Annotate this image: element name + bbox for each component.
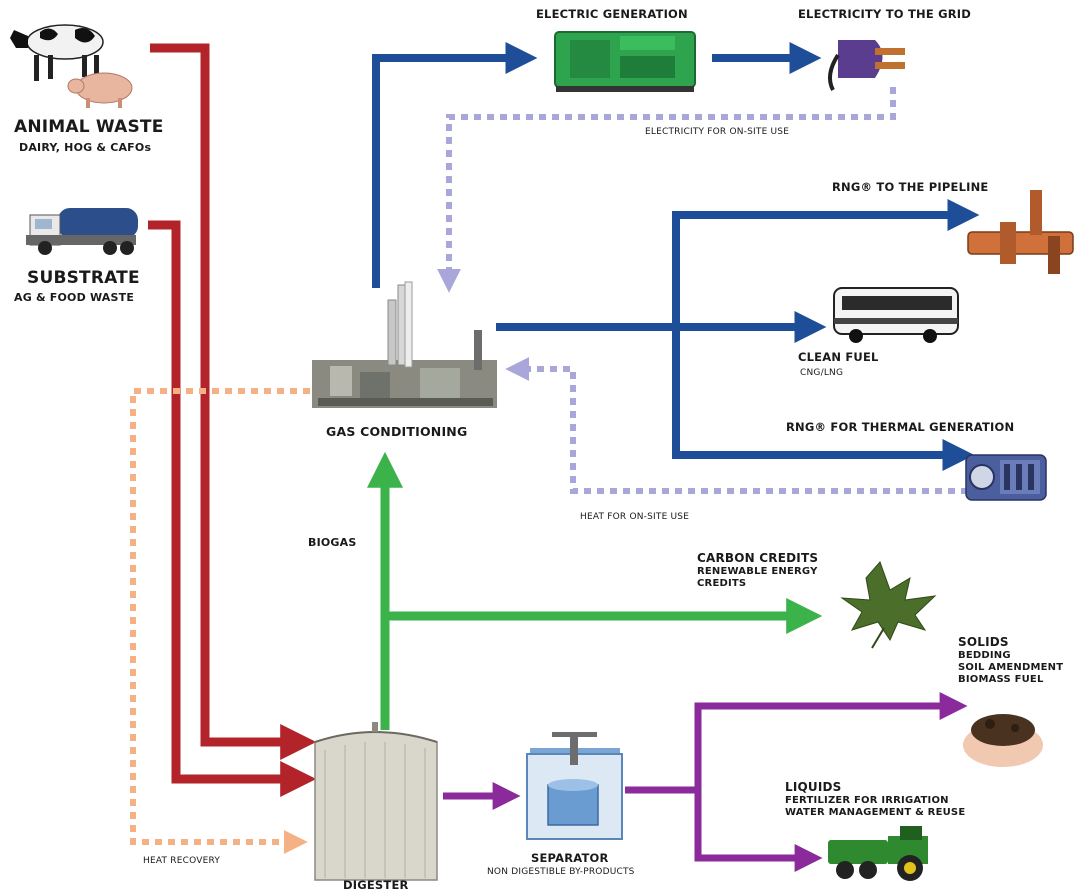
separator-label: SEPARATOR xyxy=(531,851,609,865)
tanker-truck-icon xyxy=(26,208,138,255)
tractor-icon xyxy=(828,826,928,881)
carbon-credits-line-1: RENEWABLE ENERGY xyxy=(697,566,818,577)
rng-thermal-label: RNG® FOR THERMAL GENERATION xyxy=(786,420,1015,434)
power-plug-icon xyxy=(827,40,905,91)
arrow-heat-onsite xyxy=(505,357,968,494)
substrate-subtitle: AG & FOOD WASTE xyxy=(14,291,135,304)
heat-onsite-label: HEAT FOR ON-SITE USE xyxy=(580,512,690,522)
electricity-onsite-label: ELECTRICITY FOR ON-SITE USE xyxy=(645,127,790,137)
solids-line-1: BEDDING xyxy=(958,650,1011,661)
solids-line-2: SOIL AMENDMENT xyxy=(958,662,1064,673)
arrow-to-rng-thermal xyxy=(672,327,975,471)
carbon-credits-line-2: CREDITS xyxy=(697,578,747,589)
digester-tank-icon xyxy=(314,722,438,881)
boiler-icon xyxy=(965,454,1047,501)
carbon-credits-block: CARBON CREDITS RENEWABLE ENERGY CREDITS xyxy=(697,551,818,590)
separator-subtitle: NON DIGESTIBLE BY-PRODUCTS xyxy=(487,867,635,877)
flow-arrows xyxy=(130,42,980,872)
pipeline-icon xyxy=(967,190,1074,274)
arrow-electricity-onsite xyxy=(437,87,896,293)
arrow-to-solids xyxy=(625,692,968,794)
arrow-substrate-to-digester xyxy=(148,220,317,797)
arrow-to-electric-generation xyxy=(372,42,538,288)
arrow-animal-waste-to-digester xyxy=(150,43,317,760)
liquids-line-1: FERTILIZER FOR IRRIGATION xyxy=(785,795,949,806)
digester-label: DIGESTER xyxy=(343,878,409,892)
liquids-line-2: WATER MANAGEMENT & REUSE xyxy=(785,807,966,818)
maple-leaf-icon xyxy=(840,561,937,649)
liquids-block: LIQUIDS FERTILIZER FOR IRRIGATION WATER … xyxy=(785,780,965,819)
solids-block: SOLIDS BEDDING SOIL AMENDMENT BIOMASS FU… xyxy=(958,635,1063,686)
substrate-title: SUBSTRATE xyxy=(27,268,140,288)
generator-icon xyxy=(554,31,696,92)
rng-pipeline-label: RNG® TO THE PIPELINE xyxy=(832,180,989,194)
animal-waste-subtitle: DAIRY, HOG & CAFOs xyxy=(19,141,152,154)
arrow-to-rng-pipeline xyxy=(672,199,980,327)
cow-pig-icon xyxy=(10,24,133,108)
biogas-label: BIOGAS xyxy=(308,536,357,549)
liquids-title: LIQUIDS xyxy=(785,780,842,794)
bus-icon xyxy=(833,287,959,343)
solids-line-3: BIOMASS FUEL xyxy=(958,674,1044,685)
clean-fuel-subtitle: CNG/LNG xyxy=(800,368,844,378)
heat-recovery-label: HEAT RECOVERY xyxy=(143,856,221,866)
electricity-grid-label: ELECTRICITY TO THE GRID xyxy=(798,7,972,21)
press-icon xyxy=(526,732,623,840)
electric-generation-label: ELECTRIC GENERATION xyxy=(536,7,688,21)
arrow-heat-recovery xyxy=(130,388,310,854)
arrow-to-liquids xyxy=(694,790,823,872)
gas-plant-icon xyxy=(312,281,497,408)
carbon-credits-title: CARBON CREDITS xyxy=(697,551,819,565)
solids-title: SOLIDS xyxy=(958,635,1009,649)
gas-conditioning-label: GAS CONDITIONING xyxy=(326,424,468,439)
clean-fuel-label: CLEAN FUEL xyxy=(798,350,879,364)
animal-waste-title: ANIMAL WASTE xyxy=(14,117,164,137)
soil-hands-icon xyxy=(963,714,1043,767)
